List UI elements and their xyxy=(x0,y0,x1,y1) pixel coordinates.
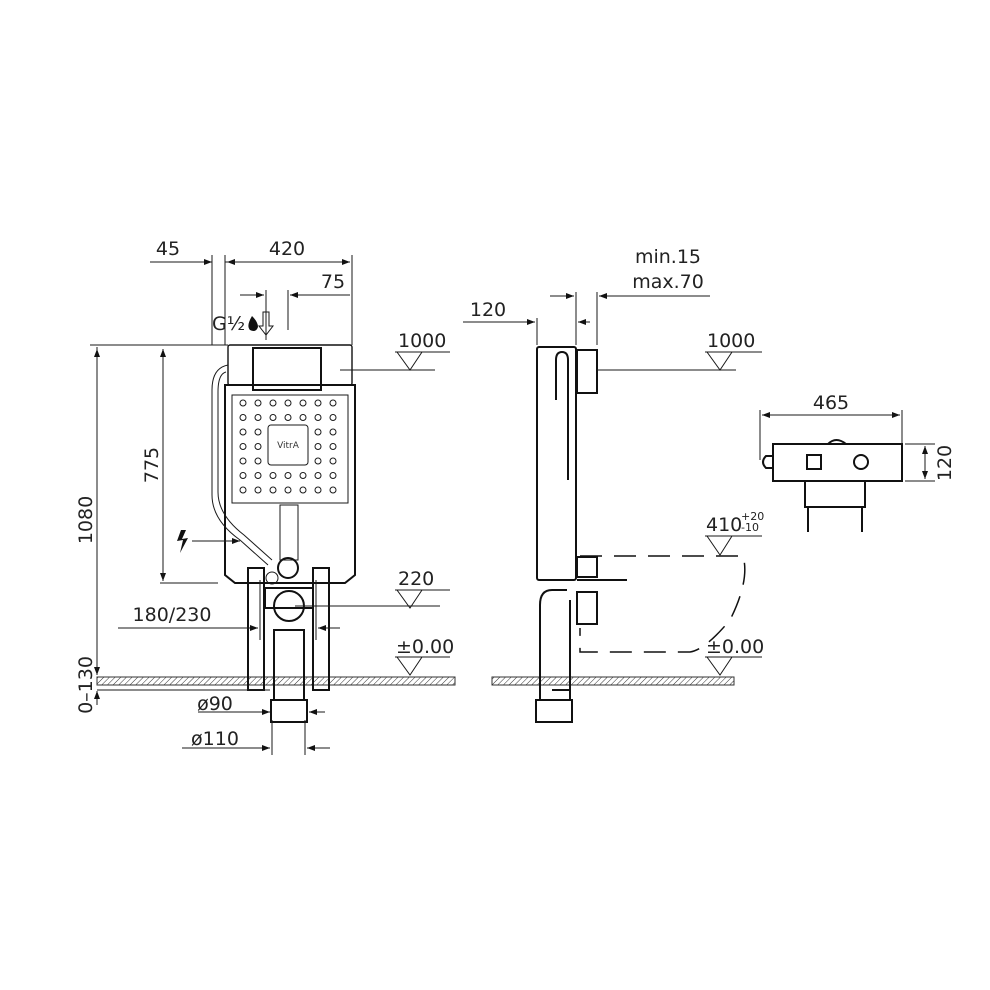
dim-420: 420 xyxy=(269,238,305,260)
toilet-bowl-outline xyxy=(579,555,746,653)
cistern-hole xyxy=(239,414,247,421)
top-flush-plate xyxy=(804,480,866,508)
cistern-top xyxy=(227,344,353,386)
dim-pipe-110: ø110 xyxy=(191,728,239,750)
dim-45: 45 xyxy=(156,238,180,260)
dim-0-130: 0–130 xyxy=(75,656,97,714)
cistern-hole xyxy=(254,414,262,421)
cistern-hole xyxy=(239,428,247,436)
electric-bolt-icon xyxy=(177,530,188,553)
tolerance-minus: -10 xyxy=(741,521,759,534)
cistern-hole xyxy=(239,457,247,465)
cistern-hole xyxy=(314,428,322,436)
cistern-hole xyxy=(329,486,337,494)
side-frame xyxy=(536,346,577,581)
dim-180-230: 180/230 xyxy=(133,604,212,626)
frame-body xyxy=(224,384,356,584)
cistern-hole xyxy=(314,472,322,479)
cistern-hole xyxy=(314,399,322,407)
cistern-hole xyxy=(254,472,262,479)
level-1000-side: 1000 xyxy=(707,330,755,352)
inlet-thread-label: G½ xyxy=(212,313,245,335)
cistern-hole xyxy=(254,399,262,407)
floor-hatch xyxy=(96,676,456,686)
cistern-hole xyxy=(299,486,307,494)
level-410: 410 xyxy=(706,514,742,536)
level-floor-side: ±0.00 xyxy=(706,636,764,658)
cistern-hole xyxy=(269,472,277,479)
cistern-hole xyxy=(299,399,307,407)
dim-side-120: 120 xyxy=(470,299,506,321)
cistern-hole xyxy=(269,399,277,407)
floor-hatch xyxy=(491,676,735,686)
tolerance-plus: +20 xyxy=(741,510,764,523)
level-triangle-icon xyxy=(396,351,423,371)
brand-logo: VitrA xyxy=(277,441,300,451)
dim-min-15: min.15 xyxy=(635,246,701,268)
cistern-hole xyxy=(254,443,262,450)
dim-pipe-90: ø90 xyxy=(197,693,233,715)
level-triangle-icon xyxy=(396,589,423,609)
left-leg xyxy=(247,567,265,691)
cistern-hole xyxy=(284,472,292,479)
cistern-hole xyxy=(284,486,292,494)
cistern-hole xyxy=(329,472,337,479)
cistern-hole xyxy=(269,486,277,494)
water-drop-icon xyxy=(248,316,258,331)
logo-box xyxy=(267,424,309,466)
flush-plate-opening xyxy=(252,347,322,391)
top-view: 465 120 xyxy=(759,392,956,532)
cistern-hole xyxy=(314,443,322,450)
cistern-hole xyxy=(314,486,322,494)
cistern-hole xyxy=(254,428,262,436)
cistern-hole xyxy=(329,414,337,421)
cistern-holes xyxy=(239,399,337,494)
right-leg xyxy=(312,567,330,691)
dim-1080: 1080 xyxy=(75,496,97,544)
cistern-hole xyxy=(269,414,277,421)
side-view: 120 min.15 max.70 1000 410 +20 -10 ±0.00 xyxy=(463,246,764,723)
flush-plate-side xyxy=(576,349,598,394)
drain-pipe xyxy=(273,629,305,701)
level-triangle-icon xyxy=(396,656,423,676)
front-view: VitrA 45 420 75 G½ 1080 xyxy=(75,238,456,755)
level-triangle-icon xyxy=(706,656,733,676)
cistern-hole xyxy=(299,472,307,479)
level-220: 220 xyxy=(398,568,434,590)
cistern-hole xyxy=(284,399,292,407)
arrow-down-icon xyxy=(257,311,275,336)
cistern-hole xyxy=(329,399,337,407)
dim-max-70: max.70 xyxy=(632,271,704,293)
level-triangle-icon xyxy=(706,351,733,371)
level-triangle-icon xyxy=(706,535,733,556)
cistern-hole xyxy=(314,414,322,421)
cistern-hole xyxy=(239,399,247,407)
cistern-hole xyxy=(329,428,337,436)
cistern-hole xyxy=(239,443,247,450)
cistern-hole xyxy=(254,457,262,465)
cistern-hole xyxy=(314,457,322,465)
cistern-hole xyxy=(284,414,292,421)
dim-75: 75 xyxy=(321,271,345,293)
top-frame xyxy=(772,443,903,482)
level-floor-front: ±0.00 xyxy=(396,636,454,658)
cistern-hole xyxy=(329,443,337,450)
cistern-hole xyxy=(254,486,262,494)
dim-465: 465 xyxy=(813,392,849,414)
dim-775: 775 xyxy=(141,447,163,483)
level-1000-front: 1000 xyxy=(398,330,446,352)
dim-top-120: 120 xyxy=(934,445,956,481)
cistern-hole xyxy=(239,472,247,479)
cistern-hole xyxy=(329,457,337,465)
side-drain-pipe xyxy=(539,589,571,701)
cistern-hole xyxy=(239,486,247,494)
cistern-hole xyxy=(299,414,307,421)
